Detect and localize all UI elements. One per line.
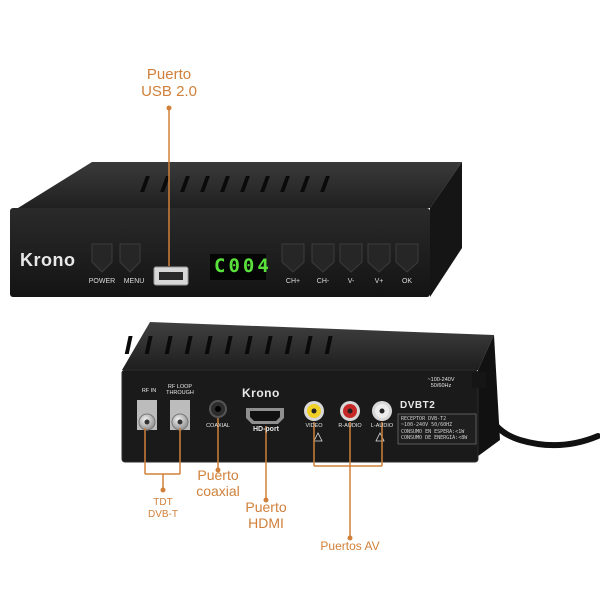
ok-button-label: OK [401,278,413,285]
front-buttons [91,243,419,273]
ch-minus-button-label: CH- [316,278,330,285]
vol-plus-button-label: V+ [374,278,384,285]
rf-in-connector [137,400,157,431]
rear-vents [124,336,333,354]
ch-plus-button-label: CH+ [285,278,301,285]
front-panel [10,208,430,297]
callout-tdt: TDT DVB-T [148,497,178,520]
vol-minus-button-label: V- [347,278,355,285]
av-jack-video [304,401,324,421]
front-side [430,162,462,297]
callout-coaxial: Puerto coaxial [196,467,240,500]
rf-loop-label: RF LOOP THROUGH [166,384,194,396]
front-top-lid [18,162,462,208]
spec-plate-text: RECEPTOR DVB-T2 ~100-240V 50/60HZ CONSUM… [401,416,468,441]
rf-in-label: RF IN [141,388,157,394]
r-audio-label: R-AUDIO [338,423,362,429]
rear-panel [121,369,479,463]
power-rating-label: ~100-240V 50/60Hz [427,377,455,389]
av-jack-r-audio [340,401,360,421]
l-audio-label: L-AUDIO [370,423,394,429]
hd-port-label: HD-port [252,426,280,433]
power-cord [472,372,600,449]
av-jack-l-audio [372,401,392,421]
callout-lines [144,108,383,538]
menu-button-label: MENU [123,278,145,285]
video-label: VIDEO [305,423,323,429]
front-brand-logo: Krono [20,250,76,270]
coaxial-connector [209,400,227,418]
dvbt2-logo: DVBT2 [400,400,436,411]
front-receiver [10,162,462,297]
callout-dots [160,105,353,541]
lcd-display: C004 [214,255,272,277]
power-button-label: POWER [88,278,116,285]
coaxial-label: COAXIAL [206,423,230,429]
lcd-window [210,254,266,280]
top-vents [140,176,330,192]
callout-hdmi: Puerto HDMI [245,499,287,532]
rf-loop-connector [170,400,190,431]
callout-usb: Puerto USB 2.0 [141,66,197,101]
hdmi-connector [246,408,284,424]
rear-brand-logo: Krono [242,386,280,400]
rear-receiver [121,322,600,463]
spec-plate [397,413,477,445]
callout-av: Puertos AV [320,539,380,553]
